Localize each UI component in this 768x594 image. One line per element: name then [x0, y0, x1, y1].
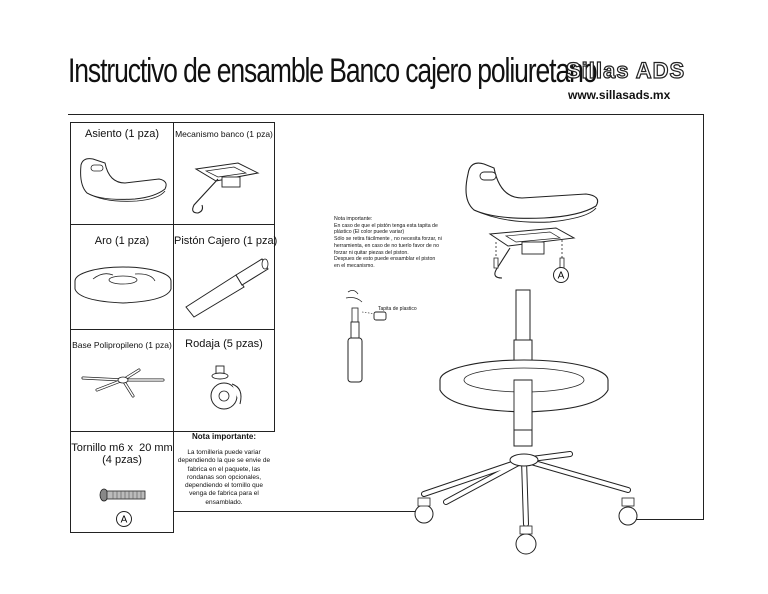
- note-connector: [174, 511, 418, 512]
- part-label: Base Polipropileno (1 pza): [72, 340, 172, 350]
- note-line: plástico (El color puede variar): [334, 229, 405, 236]
- part-cell-base: Base Polipropileno (1 pza): [70, 329, 174, 432]
- bottom-connector: [633, 519, 704, 520]
- part-cell-screw: Tornillo m6 x 20 mm (4 pzas) A: [70, 431, 174, 533]
- note-line: herramienta, en caso de no tuerlo favor …: [334, 242, 439, 249]
- important-note-title: Nota importante:: [192, 432, 256, 441]
- part-cell-caster: Rodaja (5 pzas): [173, 329, 275, 432]
- note-line: Sólo se retira fácilmente , no necesita …: [334, 236, 442, 243]
- note-line: Despues de esto puede ensamblar el pisto…: [334, 256, 436, 263]
- piston-icon: [185, 258, 269, 318]
- note-line: en el mecanismo.: [334, 262, 375, 269]
- chair-logo-icon: [536, 68, 541, 75]
- caster-icon: [210, 365, 242, 410]
- top-rule: [68, 114, 704, 115]
- important-note-body: La tornilleria puede variar dependiendo …: [177, 449, 271, 506]
- part-cell-piston: Pistón Cajero (1 pza): [173, 224, 278, 330]
- brand-url: www.sillasads.mx: [568, 88, 671, 102]
- piston-cap-illustration-icon: [345, 290, 387, 383]
- cap-label: Tapita de plastico: [378, 306, 417, 312]
- part-cell-footring: Aro (1 pza): [70, 224, 174, 330]
- part-label: Mecanismo banco (1 pza): [175, 129, 273, 139]
- marker-label: A: [121, 515, 128, 526]
- seat-icon: [80, 158, 167, 202]
- part-cell-mechanism: Mecanismo banco (1 pza): [173, 122, 275, 225]
- part-label: Rodaja (5 pzas): [185, 338, 263, 350]
- base-icon: [81, 368, 165, 398]
- screw-icon: [99, 488, 146, 502]
- part-label: Tornillo m6 x 20 mm (4 pzas): [71, 442, 173, 466]
- note-line: Nota importante:: [334, 216, 373, 222]
- brand-name: Sillas ADS: [565, 57, 686, 83]
- right-rule: [703, 114, 704, 520]
- marker-a-icon: A: [553, 267, 569, 283]
- page-title: Instructivo de ensamble Banco cajero pol…: [68, 52, 598, 90]
- part-label: Asiento (1 pza): [85, 128, 159, 140]
- part-label: Aro (1 pza): [94, 235, 150, 247]
- note-line: forzar ni quitar piezas del piston.: [334, 249, 409, 256]
- note-line: En caso de que el pistón tenga esta tapi…: [334, 222, 438, 229]
- mechanism-icon: [192, 162, 260, 214]
- part-cell-seat: Asiento (1 pza): [70, 122, 174, 225]
- footring-icon: [74, 266, 172, 304]
- marker-a-icon: A: [116, 511, 132, 527]
- assembled-stool-illustration-icon: [414, 162, 638, 555]
- marker-label: A: [558, 271, 565, 282]
- part-label: Pistón Cajero (1 pza): [174, 235, 278, 247]
- piston-cap-note: Nota importante: En caso de que el pistó…: [334, 216, 446, 270]
